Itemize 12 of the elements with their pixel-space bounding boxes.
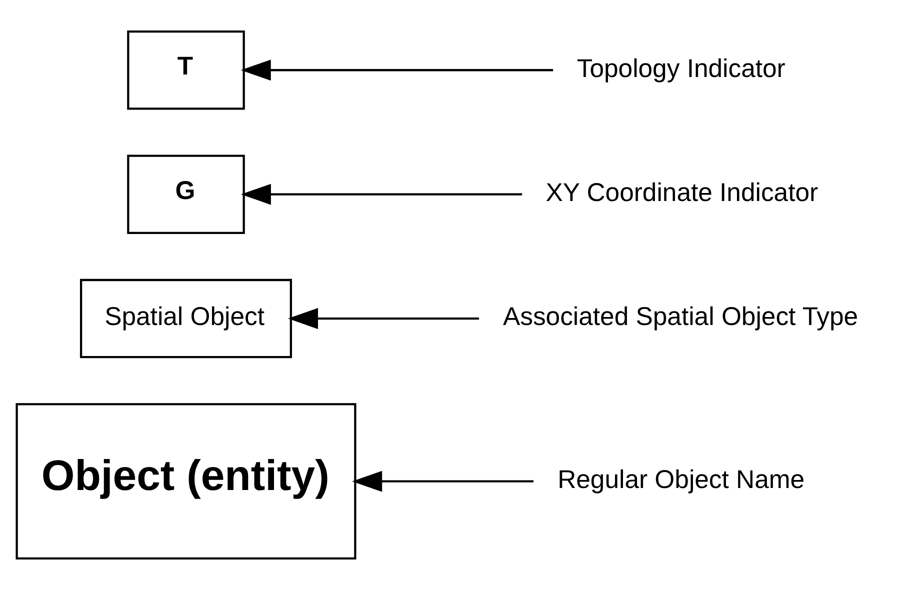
node-text: Regular Object Name	[558, 466, 805, 494]
node-text: Topology Indicator	[576, 54, 786, 83]
node-box: Object (entity)	[16, 403, 356, 560]
arrow	[352, 470, 534, 492]
node-text: XY Coordinate Indicator	[546, 178, 818, 207]
node-box: Spatial Object	[80, 278, 292, 358]
node-box: T	[127, 30, 245, 110]
node-box: G	[127, 154, 245, 234]
arrow	[240, 184, 522, 205]
node-text: Associated Spatial Object Type	[502, 303, 858, 332]
arrow	[288, 308, 480, 330]
arrow	[240, 60, 554, 81]
